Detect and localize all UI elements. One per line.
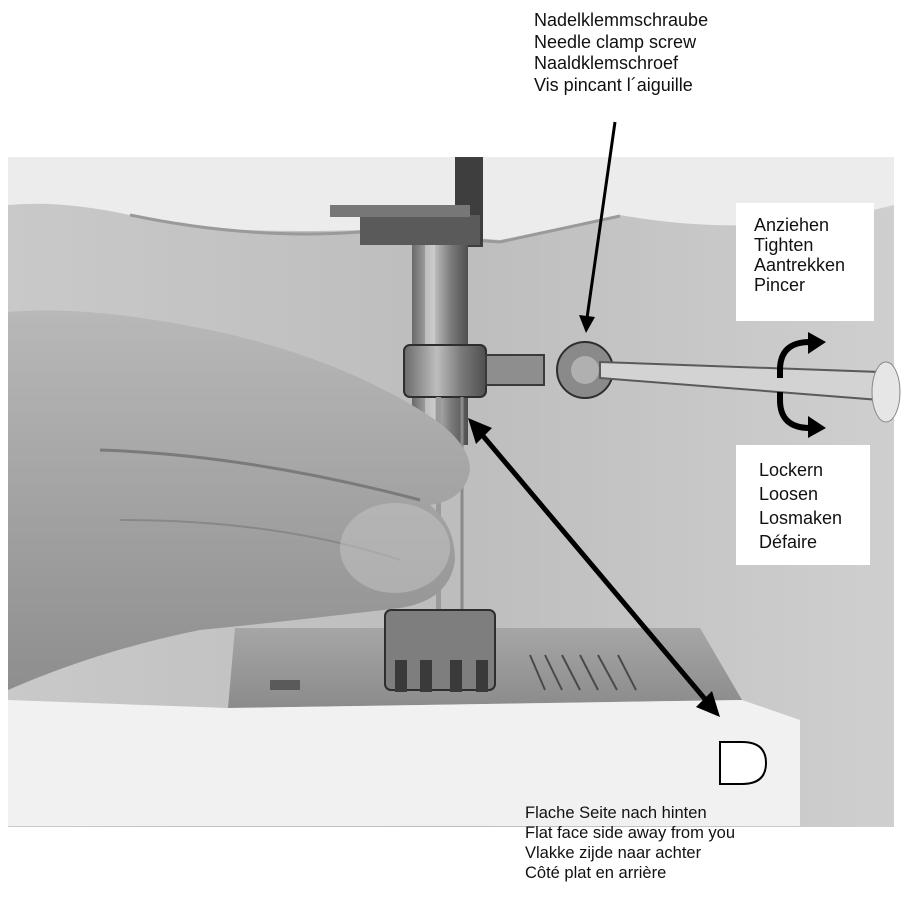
d-shape-icon — [719, 741, 768, 785]
needle-clamp-label-nl: Naaldklemschroef — [534, 53, 679, 73]
needle — [436, 397, 441, 612]
flat-side-arrow — [476, 428, 712, 707]
loosen-label: Lockern Loosen Losmaken Défaire — [759, 458, 842, 554]
flat-side-label-nl: Vlakke zijde naar achter — [525, 844, 702, 862]
loosen-label-nl: Losmaken — [759, 508, 843, 528]
tighten-label-en: Tighten — [754, 235, 814, 255]
needle-clamp-label-fr: Vis pincant l´aiguille — [534, 74, 693, 95]
curved-arrows-icon — [777, 332, 826, 438]
tighten-box — [736, 203, 874, 321]
flat-side-label-fr: Côté plat en arrière — [525, 864, 667, 882]
flat-side-label: Flache Seite nach hinten Flat face side … — [525, 803, 735, 883]
loosen-box — [736, 445, 870, 565]
loosen-label-de: Lockern — [759, 460, 824, 480]
tighten-label-fr: Pincer — [754, 275, 806, 295]
tighten-label-nl: Aantrekken — [754, 255, 846, 275]
flat-side-label-de: Flache Seite nach hinten — [525, 804, 707, 822]
tighten-label-de: Anziehen — [754, 215, 830, 235]
presser-foot — [384, 609, 496, 691]
tighten-label: Anziehen Tighten Aantrekken Pincer — [754, 215, 845, 295]
clamp-pointer-line — [584, 121, 617, 326]
needle-clamp — [403, 344, 487, 398]
loosen-label-en: Loosen — [759, 484, 819, 504]
needle-clamp-label-de: Nadelklemmschraube — [534, 10, 709, 30]
flat-side-label-en: Flat face side away from you — [525, 824, 736, 842]
machine-head — [8, 157, 894, 240]
hand — [8, 310, 470, 690]
loosen-label-fr: Défaire — [759, 532, 818, 552]
needle-clamp-screw-label: Nadelklemmschraube Needle clamp screw Na… — [534, 10, 708, 96]
needle-clamp-label-en: Needle clamp screw — [534, 31, 697, 52]
